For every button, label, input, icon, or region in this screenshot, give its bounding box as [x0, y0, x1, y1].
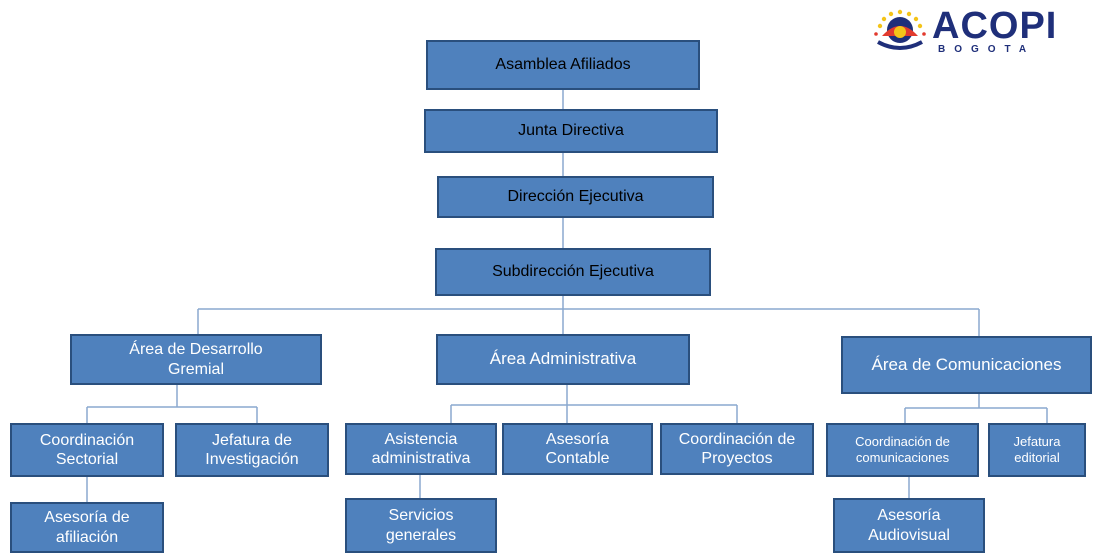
node-label: Asesoría Contable — [545, 430, 610, 467]
node-jefatura-editorial: Jefatura editorial — [988, 423, 1086, 477]
acopi-emblem-icon — [874, 9, 926, 50]
node-label: Asesoría Audiovisual — [868, 507, 950, 544]
node-label: Jefatura de Investigación — [205, 431, 299, 468]
node-label: Junta Directiva — [518, 122, 624, 140]
node-label: Asamblea Afiliados — [495, 56, 631, 74]
acopi-logo: ACOPI BOGOTA — [872, 6, 1058, 58]
node-label: Coordinación Sectorial — [39, 431, 135, 468]
node-label: Coordinación de comunicaciones — [855, 434, 950, 465]
logo-city: BOGOTA — [938, 44, 1036, 55]
node-asesoria-afiliacion: Asesoría de afiliación — [10, 502, 164, 553]
node-label: Coordinación de Proyectos — [678, 430, 796, 467]
node-label: Área de Desarrollo Gremial — [129, 341, 263, 378]
node-label: Servicios generales — [385, 507, 457, 544]
node-servicios-generales: Servicios generales — [345, 498, 497, 553]
node-label: Dirección Ejecutiva — [507, 188, 644, 206]
logo-wordmark: ACOPI — [932, 5, 1058, 47]
node-area-administrativa: Área Administrativa — [436, 334, 690, 385]
node-label: Jefatura editorial — [1013, 434, 1061, 465]
node-jefatura-investigacion: Jefatura de Investigación — [175, 423, 329, 477]
node-label: Área Administrativa — [489, 349, 637, 369]
node-coordinacion-comunicaciones: Coordinación de comunicaciones — [826, 423, 979, 477]
node-coordinacion-sectorial: Coordinación Sectorial — [10, 423, 164, 477]
node-asistencia-administrativa: Asistencia administrativa — [345, 423, 497, 475]
node-subdireccion-ejecutiva: Subdirección Ejecutiva — [435, 248, 711, 296]
node-asamblea-afiliados: Asamblea Afiliados — [426, 40, 700, 90]
node-label: Asistencia administrativa — [371, 430, 471, 467]
node-direccion-ejecutiva: Dirección Ejecutiva — [437, 176, 714, 218]
node-asesoria-contable: Asesoría Contable — [502, 423, 653, 475]
node-junta-directiva: Junta Directiva — [424, 109, 718, 153]
node-label: Asesoría de afiliación — [44, 509, 130, 546]
node-area-comunicaciones: Área de Comunicaciones — [841, 336, 1092, 394]
node-label: Subdirección Ejecutiva — [492, 263, 654, 281]
node-coordinacion-proyectos: Coordinación de Proyectos — [660, 423, 814, 475]
node-label: Área de Comunicaciones — [871, 354, 1062, 374]
node-area-desarrollo-gremial: Área de Desarrollo Gremial — [70, 334, 322, 385]
node-asesoria-audiovisual: Asesoría Audiovisual — [833, 498, 985, 553]
